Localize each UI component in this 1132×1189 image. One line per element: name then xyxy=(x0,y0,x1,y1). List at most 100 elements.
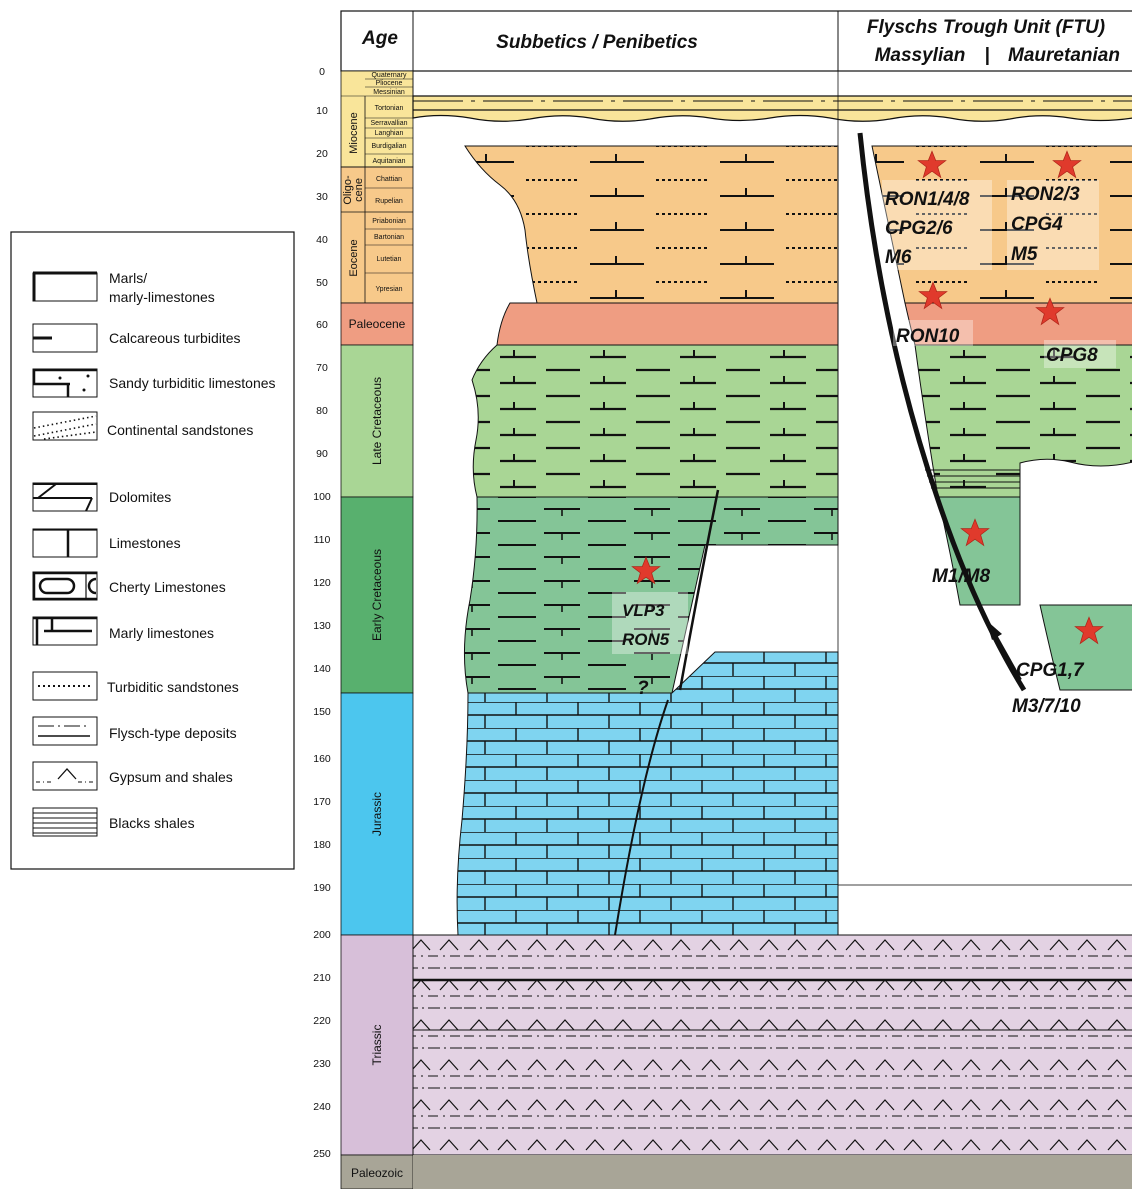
sample-label-cpg4: CPG4 xyxy=(1011,214,1063,235)
column-headers: Age Subbetics / Penibetics Flyschs Troug… xyxy=(340,10,1132,72)
legend-item-marly-limestones: Marly limestones xyxy=(32,616,214,646)
header-mauretanian: Mauretanian xyxy=(1008,45,1120,66)
age-tick: 110 xyxy=(314,534,331,546)
period-label-triassic: Triassic xyxy=(370,1025,384,1066)
thrust-arrowhead xyxy=(986,620,1002,640)
legend-item-cherty-limestones: Cherty Limestones xyxy=(32,571,226,601)
sample-label-m1m8: M1/M8 xyxy=(932,566,991,587)
question-mark: ? xyxy=(637,678,649,699)
header-age: Age xyxy=(361,28,398,49)
subbetic-paleocene xyxy=(496,302,839,346)
legend: Marls/ marly-limestones Calcareous turbi… xyxy=(10,231,295,870)
legend-label-turbiditic-sandstones: Turbiditic sandstones xyxy=(107,679,239,695)
legend-label-flysch-type-deposits: Flysch-type deposits xyxy=(109,725,237,741)
legend-item-dolomites: Dolomites xyxy=(32,482,171,512)
stage-label: Rupelian xyxy=(375,198,403,205)
stage-label: Lutetian xyxy=(377,256,402,263)
age-tick: 150 xyxy=(313,706,331,718)
miocene-cover xyxy=(412,95,1132,122)
epoch-label-oligocene-1: Oligo- xyxy=(342,175,354,205)
legend-item-marls: Marls/ marly-limestones xyxy=(32,270,215,305)
ftu-outline xyxy=(837,95,1132,886)
stage-label: Quaternary xyxy=(371,72,407,79)
sample-label-ron148: RON1/4/8 xyxy=(885,189,970,210)
epoch-label-oligocene-2: cene xyxy=(353,178,365,202)
stage-label: Aquitanian xyxy=(372,158,405,165)
stage-label: Langhian xyxy=(375,130,404,137)
period-label-paleozoic: Paleozoic xyxy=(351,1166,403,1180)
sample-label-cpg26: CPG2/6 xyxy=(885,218,953,239)
age-tick: 50 xyxy=(316,277,328,289)
ftu-mauretanian-slice xyxy=(1039,604,1132,691)
age-tick: 200 xyxy=(313,929,331,941)
epoch-label-eocene: Eocene xyxy=(348,239,360,276)
stage-label: Bartonian xyxy=(374,234,404,241)
sample-label-cpg17: CPG1,7 xyxy=(1016,660,1085,681)
legend-item-limestones: Limestones xyxy=(32,528,181,558)
age-tick: 60 xyxy=(316,319,328,331)
legend-label-calcareous-turbidites: Calcareous turbidites xyxy=(109,330,241,346)
legend-label-marls-line1: Marls/ xyxy=(109,270,147,286)
triassic-band xyxy=(412,934,1132,1156)
period-label-early-cretaceous: Early Cretaceous xyxy=(370,549,384,641)
period-label-late-cretaceous: Late Cretaceous xyxy=(370,377,384,465)
age-tick: 100 xyxy=(313,491,331,503)
age-tick: 210 xyxy=(313,972,331,984)
stage-label: Tortonian xyxy=(375,105,404,112)
age-tick: 30 xyxy=(316,191,328,203)
period-label-jurassic: Jurassic xyxy=(370,792,384,836)
legend-label-gypsum-and-shales: Gypsum and shales xyxy=(109,769,233,785)
legend-item-flysch-type-deposits: Flysch-type deposits xyxy=(32,716,237,746)
sample-label-cpg8: CPG8 xyxy=(1046,345,1098,366)
period-label-paleocene: Paleocene xyxy=(349,317,406,331)
age-tick: 90 xyxy=(316,448,328,460)
age-tick: 40 xyxy=(316,234,328,246)
legend-item-turbiditic-sandstones: Turbiditic sandstones xyxy=(32,671,239,701)
age-tick: 120 xyxy=(313,577,331,589)
fault-jurassic xyxy=(614,699,669,936)
sample-label-m3710: M3/7/10 xyxy=(1012,696,1081,717)
age-tick: 180 xyxy=(313,839,331,851)
age-tick: 10 xyxy=(316,105,328,117)
sample-label-ron23: RON2/3 xyxy=(1011,184,1080,205)
stage-label: Messinian xyxy=(373,89,405,96)
legend-label-marly-limestones: Marly limestones xyxy=(109,625,214,641)
stage-label: Chattian xyxy=(376,176,402,183)
age-tick: 220 xyxy=(313,1015,331,1027)
age-tick: 80 xyxy=(316,405,328,417)
sample-label-ron5: RON5 xyxy=(622,630,670,649)
subbetic-paleogene xyxy=(464,145,839,304)
header-separator: | xyxy=(984,45,989,66)
sample-label-ron10: RON10 xyxy=(896,326,960,347)
strata xyxy=(412,71,1132,1189)
stage-label: Serravallian xyxy=(371,120,408,127)
age-tick: 230 xyxy=(313,1058,331,1070)
age-tick: 190 xyxy=(313,882,331,894)
ftu-early-cretaceous xyxy=(937,496,1021,606)
header-massylian: Massylian xyxy=(875,45,966,66)
thrust-arrow xyxy=(990,629,1022,681)
legend-item-continental-sandstones: Continental sandstones xyxy=(32,411,253,441)
sample-labels: RON1/4/8 CPG2/6 M6 RON2/3 CPG4 M5 RON10 … xyxy=(612,180,1116,717)
legend-item-sandy-turbiditic-limestones: Sandy turbiditic limestones xyxy=(32,368,276,398)
legend-label-dolomites: Dolomites xyxy=(109,489,171,505)
stage-label: Burdigalian xyxy=(371,143,406,150)
age-tick: 130 xyxy=(313,620,331,632)
age-tick: 160 xyxy=(313,753,331,765)
stage-label: Pliocene xyxy=(376,80,403,87)
paleozoic-band xyxy=(413,1155,1132,1189)
age-tick: 70 xyxy=(316,362,328,374)
age-tick: 0 xyxy=(319,66,325,78)
fault-subbetic xyxy=(678,489,720,691)
age-axis: 0 10 20 30 40 50 60 70 80 90 100 110 120… xyxy=(313,66,331,1160)
stage-label: Priabonian xyxy=(372,218,406,225)
legend-label-limestones: Limestones xyxy=(109,535,181,551)
age-tick: 140 xyxy=(313,663,331,675)
subbetic-late-cretaceous xyxy=(471,344,839,498)
legend-label-continental-sandstones: Continental sandstones xyxy=(107,422,253,438)
black-shales-ftu xyxy=(925,469,1020,489)
age-tick: 20 xyxy=(316,148,328,160)
sample-label-vlp3: VLP3 xyxy=(622,601,665,620)
stage-label: Ypresian xyxy=(375,286,402,293)
